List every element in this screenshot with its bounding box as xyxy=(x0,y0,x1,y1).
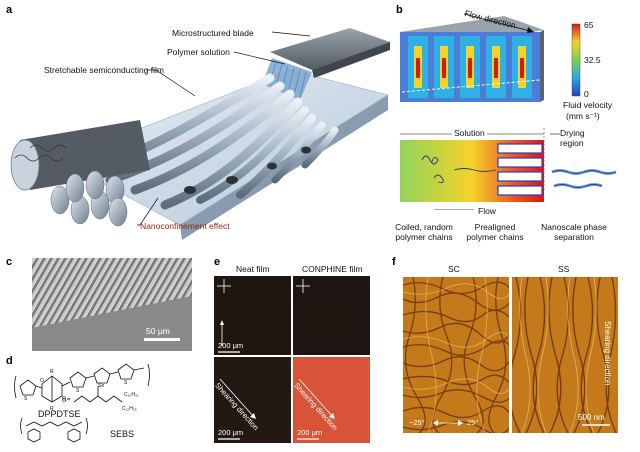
panel-c-label: c xyxy=(6,256,13,268)
column-neat-film: Neat film xyxy=(236,264,270,274)
afm-angle-pos: 25° xyxy=(467,418,479,427)
panel-a-illustration xyxy=(10,28,390,240)
svg-text:O: O xyxy=(62,398,66,404)
svg-text:S: S xyxy=(76,388,80,394)
colorbar-max: 65 xyxy=(584,20,594,30)
svg-text:S: S xyxy=(124,380,128,386)
svg-text:Se: Se xyxy=(98,383,104,389)
svg-text:C₁₂H₂₅: C₁₂H₂₅ xyxy=(122,406,137,412)
stage-phase-separation: Nanoscale phase separation xyxy=(541,222,607,242)
neat-film-bottom-image: Shearing direction 200 μm xyxy=(213,357,291,443)
svg-text:R: R xyxy=(50,369,54,375)
panel-a-label: a xyxy=(6,4,13,16)
afm-shearing-direction: Shearing direction xyxy=(603,321,612,386)
svg-text:C₁₀H₂₁: C₁₀H₂₁ xyxy=(124,392,139,398)
molecule-name-sebs: SEBS xyxy=(110,429,135,439)
label-nanoconfinement: Nanoconfinement effect xyxy=(140,221,230,231)
label-stretchable-film: Stretchable semiconducting film xyxy=(44,65,165,75)
panel-b-label: b xyxy=(396,4,403,16)
svg-text:O: O xyxy=(40,378,44,384)
colorbar-title: Fluid velocity xyxy=(563,100,613,110)
stage-prealigned: Prealigned polymer chains xyxy=(466,222,524,242)
svg-text:R: R xyxy=(50,406,54,412)
afm-sc-image: −25° 25° xyxy=(403,277,509,433)
sem-image: 50 μm xyxy=(32,258,192,351)
column-ss: SS xyxy=(558,264,570,274)
r-group-label: R= xyxy=(62,396,71,403)
panel-b-flow-simulation xyxy=(400,13,617,210)
neat-film-top-image: 200 μm xyxy=(214,276,291,355)
label-polymer-solution: Polymer solution xyxy=(167,47,230,57)
stage-coiled: Coiled, random polymer chains xyxy=(395,222,453,242)
conphine-film-bottom-image: Shearing direction 200 μm xyxy=(292,357,370,443)
molecule-name-dppdtse: DPPDTSE xyxy=(38,409,81,419)
label-microstructured-blade: Microstructured blade xyxy=(172,28,254,38)
svg-text:S: S xyxy=(24,396,28,402)
label-flow: Flow xyxy=(478,206,496,216)
colorbar-min: 0 xyxy=(584,89,589,99)
column-conphine-film: CONPHINE film xyxy=(302,264,363,274)
scale-bar-neat-top: 200 μm xyxy=(218,341,244,350)
label-drying-region: Drying region xyxy=(560,128,585,148)
conphine-film-top-image xyxy=(293,276,370,355)
colorbar-unit: (mm s⁻¹) xyxy=(566,111,600,121)
panel-e-label: e xyxy=(214,256,221,268)
sem-scale-bar: 50 μm xyxy=(146,326,170,336)
panel-f-label: f xyxy=(392,256,396,268)
afm-ss-image: Shearing direction 500 nm xyxy=(512,277,618,433)
scale-bar-conphine-bottom: 200 μm xyxy=(297,428,323,437)
colorbar-mid: 32.5 xyxy=(584,55,601,65)
column-sc: SC xyxy=(448,264,460,274)
label-solution: Solution xyxy=(452,128,487,138)
panel-d-label: d xyxy=(6,355,13,367)
afm-angle-neg: −25° xyxy=(409,418,425,427)
scale-bar-neat-bottom: 200 μm xyxy=(218,428,244,437)
afm-scale-bar: 500 nm xyxy=(578,413,605,422)
